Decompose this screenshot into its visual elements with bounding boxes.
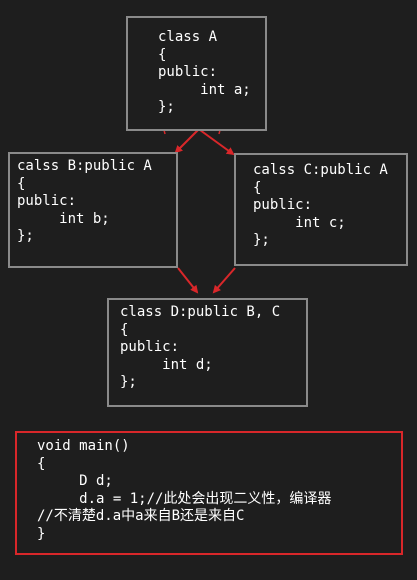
arrow-c-to-d <box>212 267 236 294</box>
class-a-box <box>126 16 267 131</box>
class-a-code: class A { public: int a; }; <box>158 29 251 117</box>
code-line: calss C:public A <box>253 162 388 178</box>
code-line: int b; <box>17 210 110 227</box>
main-code-box <box>15 431 403 555</box>
code-line: public: <box>253 197 313 213</box>
class-b-box <box>8 152 178 268</box>
code-line: { <box>37 455 46 472</box>
code-line: }; <box>158 99 175 115</box>
class-c-code: calss C:public A { public: int c; }; <box>253 162 388 250</box>
code-line: } <box>37 525 46 542</box>
code-line: class A <box>158 29 218 45</box>
main-code: void main() { D d; d.a = 1;//此处会出现二义性，编译… <box>37 438 331 543</box>
arrow-a-to-c <box>199 129 235 156</box>
code-line: void main() <box>37 438 130 454</box>
class-d-box <box>107 298 308 407</box>
code-line: { <box>120 321 129 338</box>
code-line: //不清楚d.a中a来自B还是来自C <box>37 508 245 524</box>
code-line: calss B:public A <box>17 158 152 174</box>
code-line: { <box>158 46 167 63</box>
code-line: class D:public B, C <box>120 304 281 320</box>
class-c-box <box>234 153 408 266</box>
arrow-a-to-b <box>174 129 199 154</box>
code-line: d.a = 1;//此处会出现二义性，编译器 <box>37 490 332 507</box>
code-line: }; <box>120 374 137 390</box>
class-d-code: class D:public B, C { public: int d; }; <box>120 304 280 392</box>
arrow-b-to-d <box>177 267 199 294</box>
class-b-code: calss B:public A { public: int b; }; <box>17 158 152 246</box>
code-line: D d; <box>37 473 113 489</box>
code-line: { <box>253 179 262 196</box>
code-line: int d; <box>120 356 213 373</box>
code-line: int c; <box>253 214 346 231</box>
code-line: public: <box>17 193 77 209</box>
code-line: }; <box>253 232 270 248</box>
code-line: { <box>17 175 26 192</box>
code-line: }; <box>17 228 34 244</box>
code-line: public: <box>158 64 218 80</box>
code-line: public: <box>120 339 180 355</box>
code-line: int a; <box>158 81 251 98</box>
